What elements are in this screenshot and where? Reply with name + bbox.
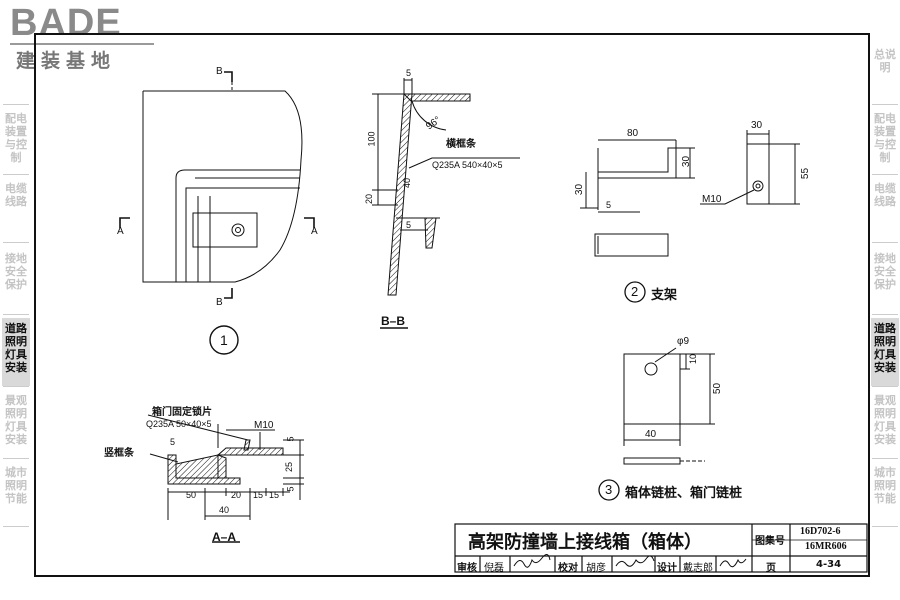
bb-dim-40: 40 [402,177,413,189]
v3-dim-50: 50 [712,382,724,395]
sidebar-separator [3,104,29,105]
v3-dim-10: 10 [688,353,699,365]
v3-number: 3 [605,482,613,497]
check-label: 校对 [558,563,578,574]
sidebar-left-item-2[interactable]: 电缆 线路 [5,182,27,208]
v2-dim-55: 55 [800,167,812,180]
aa-dim-40: 40 [219,505,230,515]
sidebar-separator [872,104,898,105]
sidebar-left-item-4[interactable]: 道路 照明 灯具 安装 [2,318,30,386]
v3-title: 箱体链桩、箱门链桩 [625,486,743,501]
aa-side-part: 竖框条 [104,448,134,459]
signature-designer [719,558,747,568]
view-2-bracket [580,130,800,303]
designer-name: 戴志郎 [683,563,713,574]
signature-checker [615,555,655,567]
sidebar-separator [3,458,29,459]
section-mark-a-left: A [117,226,124,237]
sidebar-separator [872,526,898,527]
sidebar-left-item-1[interactable]: 配电 装置 与控 制 [5,112,27,164]
aa-dim-20: 20 [231,490,242,500]
aa-dim-15b: 15 [269,490,280,500]
page-label: 页 [766,563,776,574]
sidebar-separator [3,526,29,527]
aa-part-name: 箱门固定锁片 [152,407,212,418]
aa-dim-5-bottom: 5 [285,486,296,492]
view-1-elevation [119,71,315,355]
v2-dim-80: 80 [627,128,639,139]
bb-title: B–B [381,314,406,328]
section-mark-a-right: A [311,226,318,237]
sidebar-separator [3,174,29,175]
sidebar-separator [872,458,898,459]
aa-dim-50: 50 [186,490,197,500]
v2-dim-5: 5 [606,200,612,210]
sidebar-left-item-6[interactable]: 城市 照明 节能 [5,466,27,505]
view-aa-section [147,414,304,543]
v2-dim-30a: 30 [681,155,693,168]
design-label: 设计 [657,563,677,574]
v2-dim-30b: 30 [574,183,586,196]
sidebar-right-item-1[interactable]: 配电 装置 与控 制 [874,112,896,164]
aa-part-spec: Q235A 50×40×5 [146,419,212,429]
aa-dim-5-right: 5 [285,436,296,442]
sidebar-separator [3,242,29,243]
v2-number: 2 [631,284,639,299]
sidebar-right-item-3[interactable]: 接地 安全 保护 [874,252,896,291]
drawing-title: 高架防撞墙上接线箱（箱体） [468,532,702,553]
bb-dim-5: 5 [406,220,412,230]
aa-bolt: M10 [254,420,274,431]
sidebar-separator [872,314,898,315]
atlas-label: 图集号 [755,536,785,547]
view-3-chain-post [598,347,715,501]
signature-reviewer [513,554,551,568]
aa-title: A–A [212,530,237,544]
section-mark-b-bottom: B [216,297,223,308]
reviewer-name: 倪磊 [484,563,504,574]
review-label: 审核 [457,563,477,574]
v2-dim-30-top: 30 [751,120,763,131]
atlas-number-2: 16MR606 [805,541,847,552]
atlas-number-1: 16D702-6 [800,526,841,537]
bb-dim-20: 20 [364,193,375,205]
checker-name: 胡彦 [586,563,606,574]
v2-title: 支架 [651,288,678,303]
page-number: 4-34 [816,559,842,570]
logo-divider [10,43,154,45]
bb-dim-100: 100 [366,131,377,147]
logo: BADE 建装基地 [6,2,156,72]
sidebar-right-item-5[interactable]: 景观 照明 灯具 安装 [874,394,896,446]
view-bb-section [372,78,520,329]
bb-part-spec: Q235A 540×40×5 [432,160,503,170]
view-1-number: 1 [220,332,228,348]
bb-dim-top: 5 [406,68,412,78]
sidebar-separator [872,174,898,175]
sidebar-separator [3,386,29,387]
logo-brand: BADE [10,2,122,44]
v3-hole: φ9 [677,336,690,347]
title-block-lines [454,523,868,573]
section-mark-b-top: B [216,66,223,77]
aa-dim-25: 25 [284,461,295,473]
drawing-frame [34,33,870,577]
aa-dim-5-top: 5 [170,437,176,447]
aa-dim-15a: 15 [253,490,264,500]
sidebar-separator [3,314,29,315]
v3-dim-40: 40 [645,429,657,440]
sidebar-separator [872,242,898,243]
sidebar-right-item-4[interactable]: 道路 照明 灯具 安装 [871,318,899,386]
v2-bolt: M10 [702,194,722,205]
sidebar-left-item-3[interactable]: 接地 安全 保护 [5,252,27,291]
sidebar-left-item-5[interactable]: 景观 照明 灯具 安装 [5,394,27,446]
sidebar-right-item-2[interactable]: 电缆 线路 [874,182,896,208]
logo-subtitle: 建装基地 [16,50,117,72]
sidebar-separator [872,386,898,387]
bb-part-name: 横框条 [446,139,476,150]
sidebar-right-item-6[interactable]: 城市 照明 节能 [874,466,896,505]
sidebar-right-item-0[interactable]: 总说 明 [874,48,896,74]
